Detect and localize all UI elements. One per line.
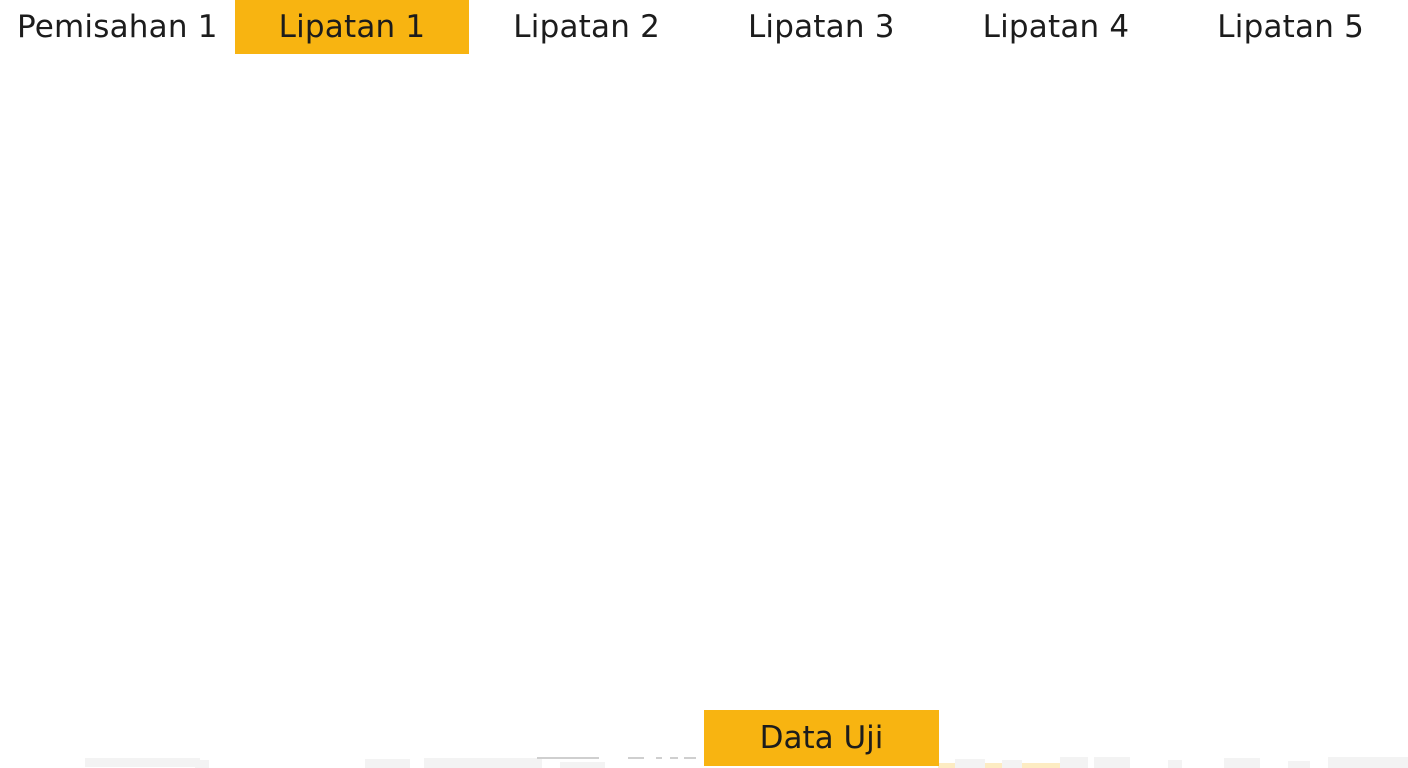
cutoff-row-artifact: [1002, 760, 1022, 768]
cutoff-row-artifact: [670, 757, 678, 759]
cutoff-row-artifact: [955, 759, 985, 768]
fold-header-row: Pemisahan 1 Lipatan 1 Lipatan 2 Lipatan …: [0, 0, 1408, 54]
cutoff-row-artifact: [1288, 761, 1310, 768]
cutoff-row-artifact: [1168, 760, 1182, 768]
cutoff-row-artifact: [684, 757, 696, 759]
tab-lipatan-4[interactable]: Lipatan 4: [982, 9, 1130, 45]
tab-lipatan-5[interactable]: Lipatan 5: [1217, 9, 1365, 45]
tab-lipatan-2[interactable]: Lipatan 2: [513, 9, 661, 45]
cutoff-row-artifact: [656, 757, 662, 759]
data-uji-block[interactable]: Data Uji: [704, 710, 939, 766]
cutoff-row-artifact: [195, 760, 209, 768]
tab-lipatan-1-active[interactable]: Lipatan 1: [234, 0, 470, 54]
cutoff-row-artifact: [628, 757, 644, 759]
cutoff-row-artifact: [1060, 757, 1088, 768]
cutoff-row-artifact: [1224, 758, 1260, 768]
cutoff-row-artifact: [1328, 757, 1408, 768]
tab-lipatan-3[interactable]: Lipatan 3: [747, 9, 895, 45]
tab-pemisahan-1[interactable]: Pemisahan 1: [16, 9, 218, 45]
cutoff-row-artifact: [537, 757, 599, 759]
cutoff-row-artifact: [85, 758, 200, 767]
cutoff-row-artifact: [938, 763, 1080, 768]
cutoff-row-artifact: [365, 759, 410, 768]
cutoff-row-artifact: [560, 762, 605, 768]
cutoff-row-artifact: [1094, 757, 1130, 768]
cutoff-row-artifact: [424, 758, 542, 768]
